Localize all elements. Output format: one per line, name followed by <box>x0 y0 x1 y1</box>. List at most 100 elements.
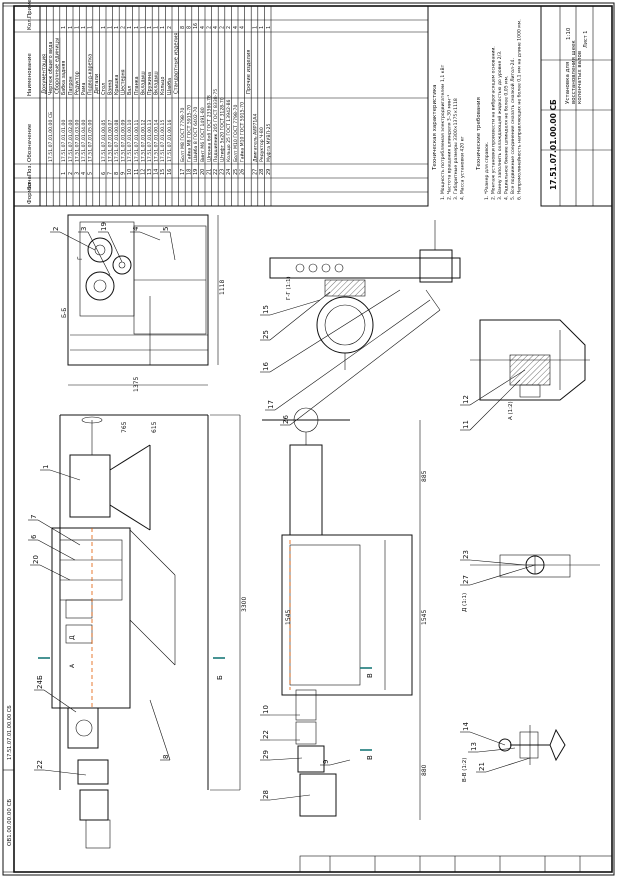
spec-cell-pos: 27 <box>253 169 259 175</box>
title-block: 17.51.07.01.00.00 СБ Установка для восст… <box>540 5 613 207</box>
spec-cell-qty: 1 <box>101 26 107 29</box>
spec-cell-pos: 9 <box>121 172 127 175</box>
spec-cell-qty: 1 <box>134 26 140 29</box>
spec-cell-designation: 17.51.07.01.00.14 <box>154 120 160 162</box>
position-number: 11 <box>462 420 470 429</box>
spec-cell-designation: Шпонка 6х6 ГОСТ 23360-78 <box>206 95 212 162</box>
spec-cell-designation: Двигатель АИР71А4 <box>253 114 259 162</box>
spec-cell-name: Бабка задняя <box>61 61 67 95</box>
position-number: 5 <box>162 227 170 231</box>
leader-line <box>289 309 441 426</box>
spec-cell-designation: 17.51.07.01.04.00 <box>81 120 87 162</box>
spec-table: Приме-чаниеКол.НаименованиеОбозначениеПо… <box>13 0 429 207</box>
spec-cell-pos: 29 <box>266 169 272 175</box>
spec-cell-pos: 6 <box>101 172 107 175</box>
main-side-view: Б Б А Д 3300 765 615 <box>36 414 248 849</box>
dim-3300: 3300 <box>241 597 248 612</box>
spec-section-title: Документация <box>41 54 47 94</box>
tech-req-line: 4. Радиальное биение шпинделя не более 0… <box>504 76 510 201</box>
tech-req-title: Технические требования <box>476 97 482 171</box>
spec-cell-designation: Шайба 8 ГОСТ 6402-70 <box>192 107 199 162</box>
dim-880: 880 <box>421 764 428 776</box>
spec-cell-name: Патрон <box>68 77 74 95</box>
spec-cell-name: Шайба <box>166 78 173 95</box>
spec-cell-qty: 4 <box>200 26 206 29</box>
spec-section-title: Сборочные единицы <box>55 38 61 94</box>
leader-line <box>43 769 87 776</box>
spec-cell-name: Пружина <box>147 72 153 95</box>
leader-line <box>39 564 71 581</box>
position-number: 22 <box>262 730 270 739</box>
position-number: 2 <box>52 227 60 231</box>
position-number: 8 <box>162 755 170 759</box>
spec-cell-designation: 17.51.07.01.00.10 <box>127 120 133 162</box>
dim-1375: 1375 <box>133 377 140 392</box>
tech-spec-line: 1. Мощность потребляемая электродвигател… <box>440 64 446 200</box>
position-number: 7 <box>30 515 38 519</box>
spec-cell-qty: 1 <box>253 26 259 29</box>
view-d-label: Д (1:1) <box>462 593 468 612</box>
spec-header-designation: Обозначение <box>27 123 33 162</box>
spec-cell-designation: 17.51.07.01.00.05 <box>101 120 107 162</box>
spec-cell-qty: 2 <box>226 26 232 29</box>
spec-cell-name: Вкладыш <box>140 71 146 95</box>
frame-designation-top: 17.51.07.01.00.00 СБ <box>7 705 13 760</box>
position-number: 13 <box>470 742 478 751</box>
tech-req-line: 3. Ванну заполнить охлаждающей жидкостью… <box>496 50 503 200</box>
view-v-v: В-В (1:2) <box>462 725 566 782</box>
spec-cell-designation: 17.51.07.01.00.13 <box>147 120 153 162</box>
leader-line <box>37 519 81 546</box>
position-number: 19 <box>100 222 108 231</box>
spec-header-name: Наименование <box>27 53 33 96</box>
spec-cell-pos: 26 <box>239 169 245 175</box>
spec-cell-pos: 12 <box>140 169 146 175</box>
mark-g: Г <box>77 256 84 260</box>
spec-section-title: Прочие изделия <box>246 50 252 94</box>
position-number: 15 <box>262 305 270 314</box>
leader-line <box>269 291 331 341</box>
leader-line <box>329 759 351 766</box>
leader-line <box>469 731 506 746</box>
spec-cell-qty: 2 <box>121 26 127 29</box>
spec-cell-designation: 17.51.07.01.05.00 <box>88 120 94 162</box>
spec-cell-name: Вкладыш <box>154 71 160 95</box>
mark-b-right: Б <box>216 675 224 680</box>
position-number: 17 <box>267 400 275 409</box>
spec-cell-qty: 1 <box>61 26 67 29</box>
spec-cell-pos: 2 <box>68 172 74 175</box>
spec-cell-pos: 5 <box>88 172 94 175</box>
title-name-1: Установка для <box>565 62 571 104</box>
spec-cell-designation: 17.51.07.01.02.00 <box>68 120 74 162</box>
spec-cell-designation: 17.51.07.01.00.00 СБ <box>48 112 54 162</box>
title-designation: 17.51.07.01.00.00 СБ <box>549 99 558 190</box>
position-number: 20 <box>32 555 40 564</box>
tech-req-line: 5. Все подвижные соединения смазать смаз… <box>509 58 516 200</box>
spec-cell-qty: 1 <box>259 26 265 29</box>
spec-cell-qty: 4 <box>233 26 239 29</box>
position-number: 9 <box>322 760 330 764</box>
position-number: 4 <box>132 226 140 231</box>
position-number: 25 <box>262 330 270 339</box>
spec-cell-designation: Кольцо 25 ГОСТ 13942-86 <box>226 99 232 162</box>
spec-cell-designation: Гайка М10 ГОСТ 5915-70 <box>238 102 245 162</box>
dim-765: 765 <box>121 421 128 433</box>
left-frame-strip: ОВ1.00.00.00 СБ 17.51.07.01.00.00 СБ <box>2 5 15 873</box>
position-number: 28 <box>262 790 270 799</box>
view-v-label: В-В (1:2) <box>462 758 468 782</box>
position-number: 26 <box>282 415 290 424</box>
spec-cell-designation: 17.51.07.01.00.12 <box>140 120 146 162</box>
spec-cell-designation: 17.51.07.01.00.09 <box>121 120 127 162</box>
tech-req-line: 1. *Размер для справок. <box>484 142 490 200</box>
spec-cell-qty: 1 <box>88 26 94 29</box>
spec-cell-pos: 18 <box>187 169 193 175</box>
spec-cell-qty: 2 <box>167 26 173 29</box>
position-number: 21 <box>478 762 486 771</box>
spec-cell-designation: Штифт 5х20 ГОСТ 3128-70 <box>220 97 226 162</box>
spec-cell-pos: 4 <box>81 172 87 175</box>
spec-cell-designation: 17.51.07.01.03.00 <box>74 120 80 162</box>
leader-line <box>269 299 321 316</box>
spec-cell-designation: Гайка М8 ГОСТ 5915-70 <box>186 105 193 162</box>
spec-header-pos: Поз. <box>27 164 33 176</box>
